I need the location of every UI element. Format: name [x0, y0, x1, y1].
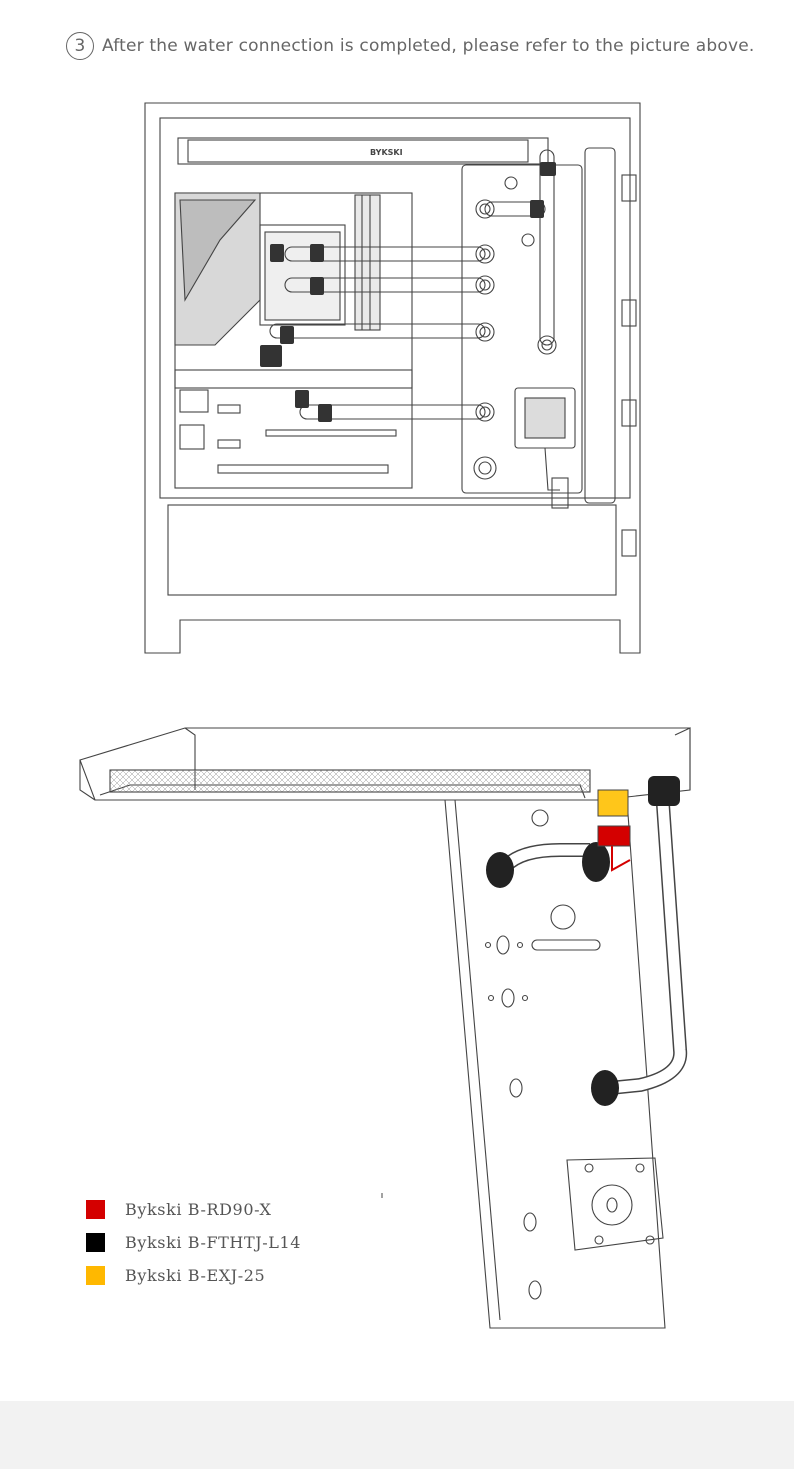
legend-item: Bykski B-RD90-X	[86, 1193, 301, 1226]
distro-plate-drawing	[79, 727, 691, 1329]
legend-label: Bykski B-EXJ-25	[125, 1266, 266, 1285]
legend-label: Bykski B-RD90-X	[125, 1200, 272, 1219]
step-number: 3	[66, 32, 94, 60]
footer-band	[0, 1401, 794, 1469]
step-text: After the water connection is completed,…	[102, 36, 755, 56]
legend-swatch-yellow	[86, 1266, 105, 1285]
case-logo-text: BYKSKI	[370, 148, 403, 157]
parts-legend: Bykski B-RD90-X Bykski B-FTHTJ-L14 Byksk…	[86, 1193, 301, 1292]
case-overview-drawing: BYKSKI	[144, 102, 641, 654]
step-instruction: 3 After the water connection is complete…	[66, 32, 755, 60]
legend-swatch-red	[86, 1200, 105, 1219]
legend-swatch-black	[86, 1233, 105, 1252]
legend-label: Bykski B-FTHTJ-L14	[125, 1233, 302, 1252]
legend-item: Bykski B-FTHTJ-L14	[86, 1226, 301, 1259]
legend-item: Bykski B-EXJ-25	[86, 1259, 301, 1292]
